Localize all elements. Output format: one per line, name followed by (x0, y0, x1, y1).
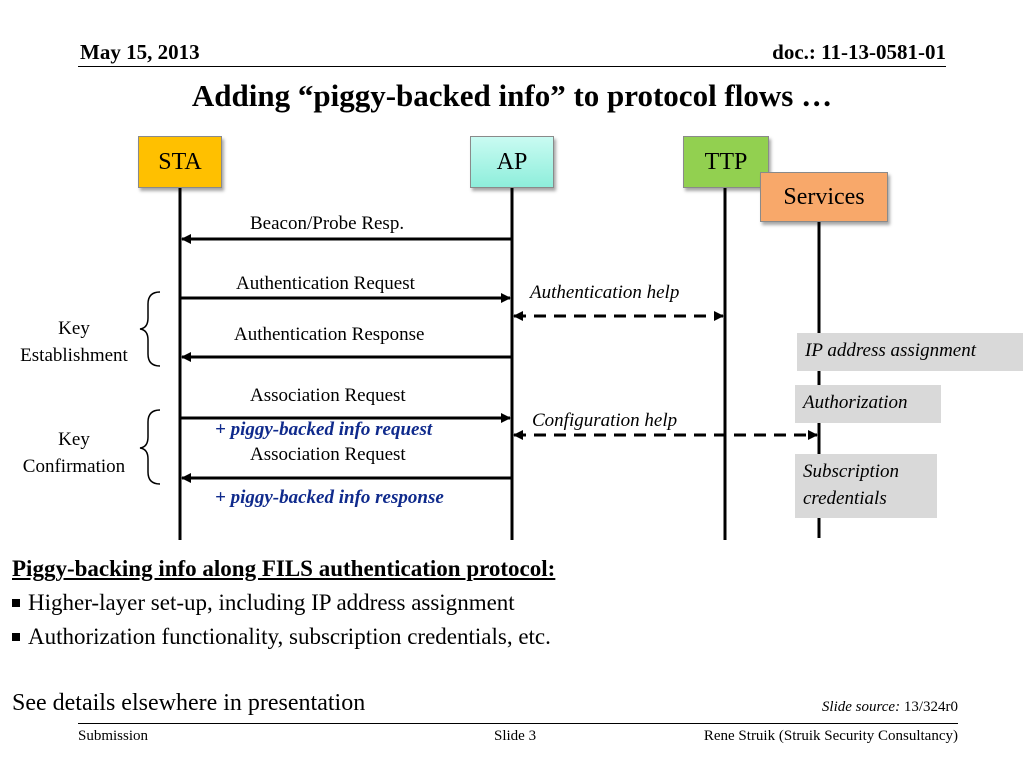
assoc-request-2-label: Association Request (250, 444, 406, 465)
key-confirmation-line-2: Confirmation (22, 456, 126, 477)
key-confirmation-label: Key Confirmation (4, 426, 144, 480)
ttp-box: TTP (683, 136, 769, 188)
key-establishment-label: Key Establishment (4, 315, 144, 369)
assoc-request-label: Association Request (250, 385, 406, 406)
ip-assignment-label: IP address assignment (805, 340, 976, 361)
slide-source-value: 13/324r0 (900, 699, 958, 715)
slide-source-label: Slide source: (821, 699, 901, 715)
auth-help-label: Authentication help (530, 282, 680, 303)
bullet-text: Higher-layer set-up, including IP addres… (28, 590, 515, 615)
key-confirmation-brace (139, 409, 161, 485)
bullet-item: Higher-layer set-up, including IP addres… (12, 590, 515, 616)
bullet-text: Authorization functionality, subscriptio… (28, 624, 551, 649)
bullet-square-icon (12, 598, 20, 607)
ap-box: AP (470, 136, 554, 188)
see-details-text: See details elsewhere in presentation (12, 690, 366, 716)
key-establishment-brace (139, 291, 161, 367)
authorization-label: Authorization (803, 392, 908, 413)
auth-request-label: Authentication Request (236, 273, 415, 294)
ip-assignment-box: IP address assignment (797, 333, 1023, 371)
piggy-response-label: + piggy-backed info response (215, 487, 444, 508)
auth-response-label: Authentication Response (234, 324, 425, 345)
services-label: Services (783, 184, 865, 210)
body-heading: Piggy-backing info along FILS authentica… (12, 556, 556, 581)
key-confirmation-line-1: Key (58, 429, 90, 450)
ap-label: AP (496, 149, 528, 175)
bullet-square-icon (12, 632, 20, 641)
header-doc-number: doc.: 11-13-0581-01 (772, 40, 946, 64)
authorization-box: Authorization (795, 385, 941, 423)
footer-rule (78, 723, 958, 724)
key-establishment-line-1: Key (58, 318, 90, 339)
header-date: May 15, 2013 (80, 40, 200, 64)
key-establishment-line-2: Establishment (20, 345, 128, 366)
subscription-box: Subscription credentials (795, 454, 937, 518)
sta-box: STA (138, 136, 222, 188)
beacon-label: Beacon/Probe Resp. (250, 213, 405, 234)
footer-author: Rene Struik (Struik Security Consultancy… (703, 728, 958, 744)
services-box: Services (760, 172, 888, 222)
slide-source: Slide source: 13/324r0 (822, 699, 958, 716)
footer-slide-number: Slide 3 (494, 728, 537, 744)
ttp-label: TTP (704, 149, 748, 175)
subscription-line-2: credentials (803, 488, 887, 509)
subscription-line-1: Subscription (803, 461, 900, 482)
header-rule (78, 66, 946, 67)
config-help-label: Configuration help (532, 410, 678, 431)
slide-title: Adding “piggy-backed info” to protocol f… (191, 78, 833, 113)
bullet-item: Authorization functionality, subscriptio… (12, 624, 551, 650)
piggy-request-label: + piggy-backed info request (215, 419, 433, 440)
sta-label: STA (158, 149, 202, 175)
footer-submission: Submission (78, 728, 149, 744)
